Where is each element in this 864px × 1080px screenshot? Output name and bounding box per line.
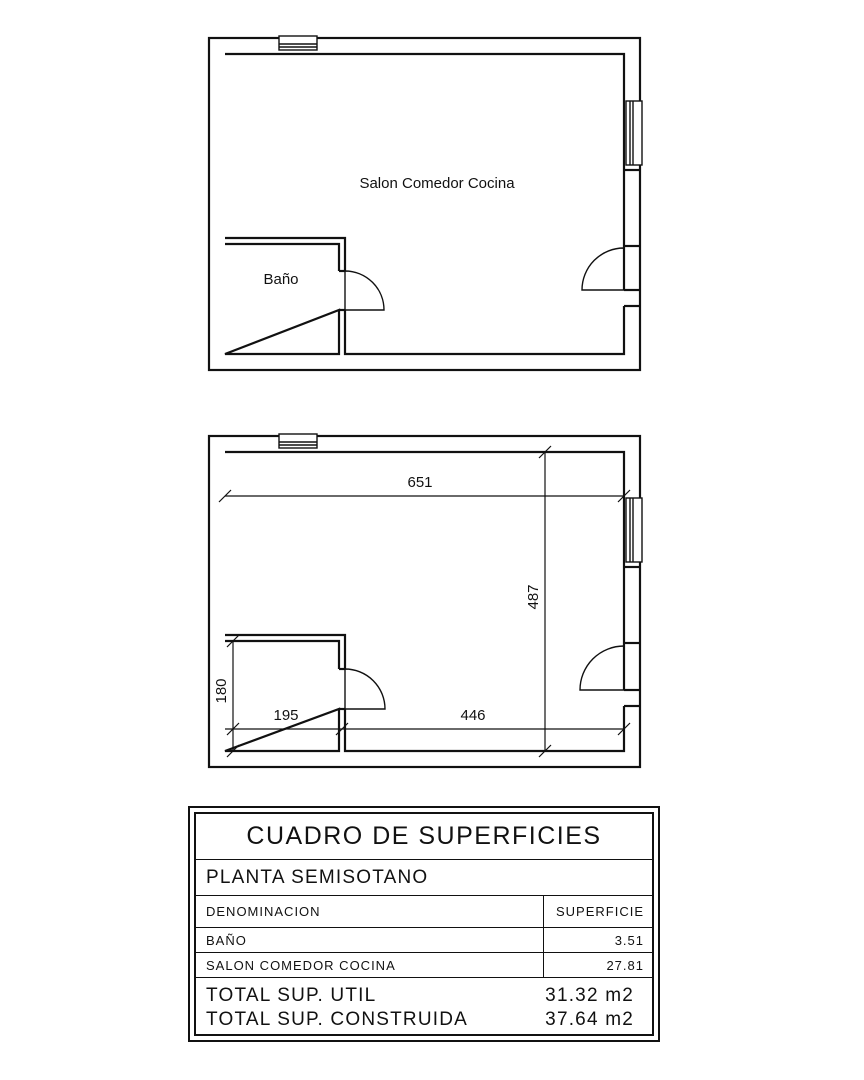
area-table-inner: CUADRO DE SUPERFICIES PLANTA SEMISOTANO …: [194, 812, 654, 1036]
total-built-label: TOTAL SUP. CONSTRUIDA: [206, 1009, 469, 1030]
top-window-2: [278, 433, 318, 449]
area-table: CUADRO DE SUPERFICIES PLANTA SEMISOTANO …: [188, 806, 660, 1042]
room-label-bath: Baño: [263, 271, 298, 288]
row-area: 27.81: [606, 957, 644, 973]
totals: TOTAL SUP. UTIL 31.32 m2 TOTAL SUP. CONS…: [196, 978, 652, 1032]
outer-wall: [207, 36, 642, 372]
inner-wall: [224, 52, 626, 356]
entrance-door-2: [579, 645, 625, 691]
bath-partition-2: [225, 633, 347, 669]
table-title: CUADRO DE SUPERFICIES: [196, 814, 652, 860]
room-label-living: Salon Comedor Cocina: [359, 175, 515, 192]
top-window: [278, 35, 318, 51]
dim-total-depth: 487: [525, 445, 552, 758]
total-built: TOTAL SUP. CONSTRUIDA 37.64 m2: [206, 1008, 634, 1032]
table-header: DENOMINACION SUPERFICIE: [196, 896, 652, 928]
svg-text:487: 487: [525, 584, 542, 609]
bath-door-2: [344, 668, 386, 710]
table-row: SALON COMEDOR COCINA 27.81: [196, 953, 652, 978]
dim-bottom-widths: 195 446: [225, 707, 631, 736]
floor-plans: Salon Comedor Cocina Baño 6: [207, 35, 643, 769]
svg-text:446: 446: [460, 707, 485, 724]
right-window: [624, 100, 643, 248]
plan-top: Salon Comedor Cocina Baño: [207, 35, 643, 372]
entrance-door: [581, 247, 625, 291]
total-built-value: 37.64 m2: [545, 1009, 634, 1030]
header-name: DENOMINACION: [196, 896, 544, 927]
row-area: 3.51: [614, 932, 644, 948]
row-name: SALON COMEDOR COCINA: [196, 953, 544, 977]
bath-door: [344, 270, 385, 311]
bath-partition: [225, 236, 347, 271]
row-name: BAÑO: [196, 928, 544, 952]
dim-total-width: 651: [218, 474, 631, 503]
header-area: SUPERFICIE: [555, 904, 644, 919]
table-row: BAÑO 3.51: [196, 928, 652, 953]
svg-text:195: 195: [273, 707, 298, 724]
svg-text:180: 180: [213, 678, 230, 703]
total-util-label: TOTAL SUP. UTIL: [206, 985, 377, 1006]
total-util-value: 31.32 m2: [545, 985, 634, 1006]
svg-text:651: 651: [407, 474, 432, 491]
right-window-2: [624, 497, 643, 645]
dim-bath-depth: 180: [213, 634, 240, 758]
plan-bottom: 651 487 180 195 446: [207, 433, 643, 769]
floor-name: PLANTA SEMISOTANO: [196, 860, 652, 896]
outer-wall-2: [207, 434, 642, 769]
total-util: TOTAL SUP. UTIL 31.32 m2: [206, 984, 634, 1008]
